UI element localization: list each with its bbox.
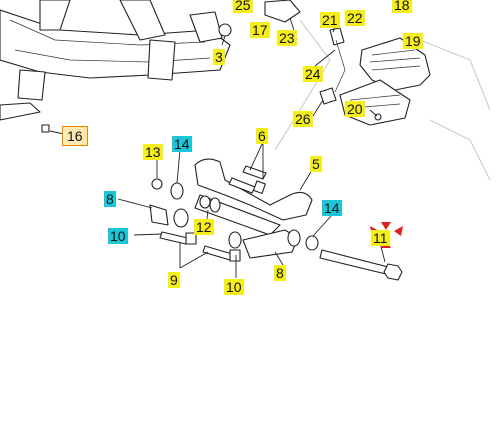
callout-22[interactable]: 22 (345, 10, 365, 26)
callout-21[interactable]: 21 (320, 12, 340, 28)
footrest-assembly (264, 0, 431, 126)
part-16-bolt (41, 124, 65, 135)
callout-13[interactable]: 13 (143, 144, 163, 160)
background-outline (274, 19, 491, 181)
callout-10-left[interactable]: 10 (108, 228, 128, 244)
callout-25[interactable]: 25 (233, 0, 253, 13)
callout-20[interactable]: 20 (345, 101, 365, 117)
callout-19[interactable]: 19 (403, 33, 423, 49)
callout-9[interactable]: 9 (168, 272, 180, 288)
callout-17[interactable]: 17 (250, 22, 270, 38)
callout-14-upper[interactable]: 14 (172, 136, 192, 152)
callout-16[interactable]: 16 (62, 126, 88, 146)
callout-18[interactable]: 18 (392, 0, 412, 13)
callout-8-upper[interactable]: 8 (104, 191, 116, 207)
callout-5[interactable]: 5 (310, 156, 322, 172)
link-assembly (117, 141, 403, 281)
callout-3[interactable]: 3 (213, 49, 225, 65)
callout-11[interactable]: 11 (371, 230, 390, 246)
callout-23[interactable]: 23 (277, 30, 297, 46)
callout-6[interactable]: 6 (256, 128, 268, 144)
callout-8-lower[interactable]: 8 (274, 265, 286, 281)
frame-assembly (0, 0, 232, 121)
callout-24[interactable]: 24 (303, 66, 323, 82)
callout-12[interactable]: 12 (194, 219, 214, 235)
callout-10-lower[interactable]: 10 (224, 279, 244, 295)
callout-14-lower[interactable]: 14 (322, 200, 342, 216)
callout-26[interactable]: 26 (293, 111, 313, 127)
